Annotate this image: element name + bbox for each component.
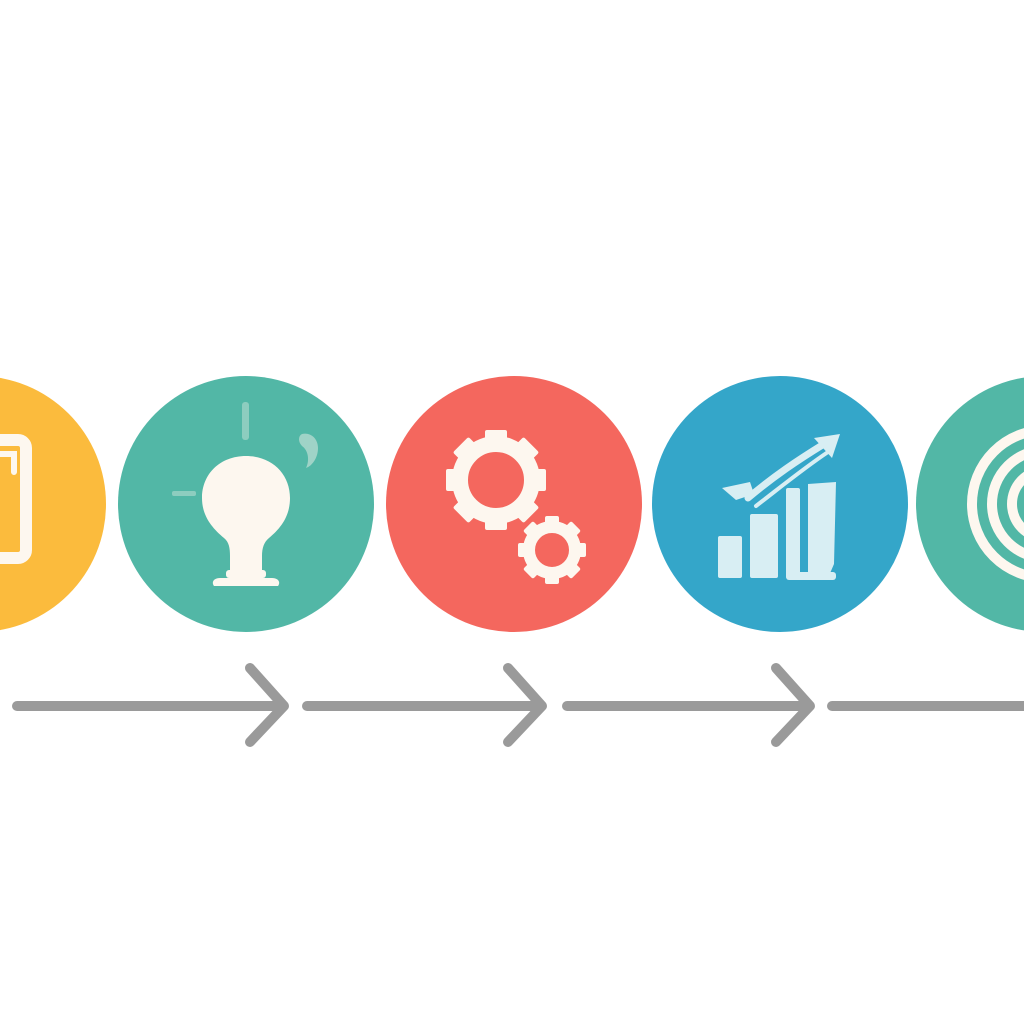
arrow-right-icon <box>302 663 547 747</box>
step-2-circle <box>118 376 374 632</box>
step-4-circle <box>652 376 908 632</box>
target-icon <box>967 428 1024 580</box>
step-5-circle <box>916 376 1024 632</box>
connector-arrows <box>12 663 1024 747</box>
lightbulb-icon <box>172 402 318 586</box>
gears-icon <box>446 430 586 584</box>
document-icon <box>0 434 32 564</box>
arrow-right-icon <box>12 663 289 747</box>
growth-chart-icon <box>718 434 840 580</box>
step-1-circle <box>0 376 106 632</box>
arrow-right-icon <box>562 663 815 747</box>
step-3-circle <box>386 376 642 632</box>
